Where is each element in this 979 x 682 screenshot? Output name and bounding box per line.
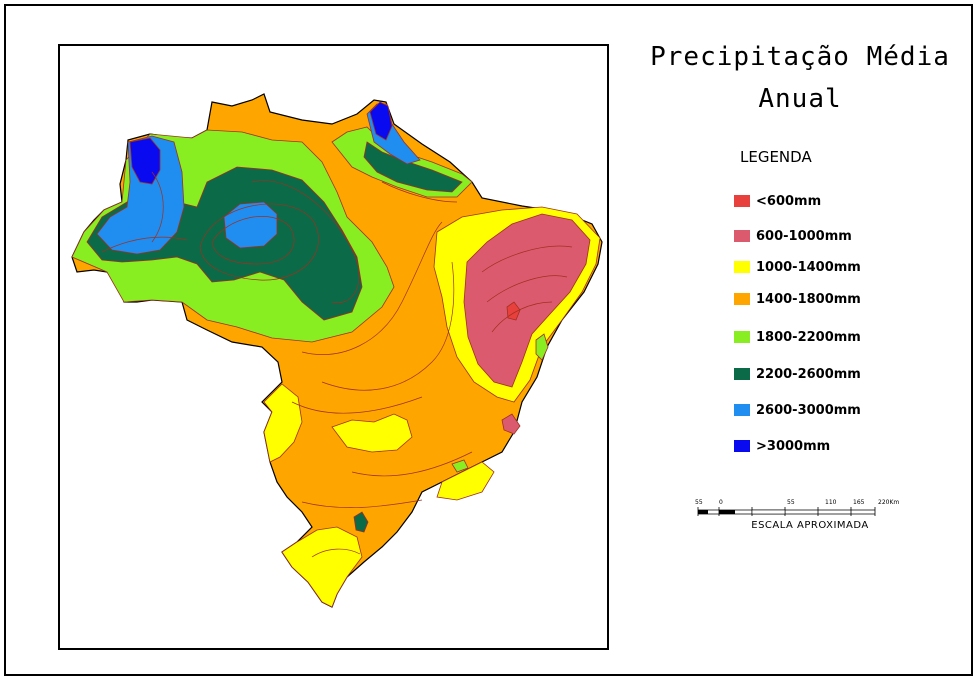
region-3000-plus-amapa [369, 101, 393, 141]
map-frame [58, 44, 609, 650]
region-1800-2200-coast [535, 333, 549, 361]
scale-tick: 165 [853, 499, 865, 506]
region-600-minus-core [506, 301, 521, 321]
legend-item: 1800-2200mm [734, 329, 861, 345]
region-2200-2600-south-patch [353, 511, 369, 533]
legend-item: <600mm [734, 193, 821, 209]
legend-label: 2200-2600mm [756, 366, 861, 382]
legend-label: 1800-2200mm [756, 329, 861, 345]
legend-swatch [734, 293, 750, 305]
legend-label: 600-1000mm [756, 228, 852, 244]
legend-item: 2600-3000mm [734, 402, 861, 418]
region-1000-1400-southwest [263, 383, 303, 463]
title-line2: Anual [758, 84, 842, 114]
region-2600-3000-west [96, 135, 185, 255]
region-600-1000-coast-patch [501, 413, 521, 435]
scale-tick: 55 [787, 499, 795, 506]
legend-item: 2200-2600mm [734, 366, 861, 382]
region-1000-1400-east-coast [436, 461, 495, 501]
legend-label: 2600-3000mm [756, 402, 861, 418]
legend-item: 1400-1800mm [734, 291, 861, 307]
legend-swatch [734, 230, 750, 242]
legend-swatch [734, 440, 750, 452]
region-600-1000-northeast [463, 213, 591, 388]
legend-swatch [734, 331, 750, 343]
scale-tick: 110 [825, 499, 837, 506]
outer-frame [4, 4, 973, 676]
legend-label: 1000-1400mm [756, 259, 861, 275]
legend-item: 600-1000mm [734, 228, 852, 244]
legend-swatch [734, 195, 750, 207]
title-line1: Precipitação Média [650, 42, 950, 72]
region-1800-2200-south-patch [451, 459, 469, 473]
scale-tick: 0 [719, 499, 723, 506]
legend-label: 1400-1800mm [756, 291, 861, 307]
region-2600-3000-center [223, 201, 278, 249]
scale-caption: ESCALA APROXIMADA [751, 520, 869, 531]
scale-bar: 55 0 55 110 165 220Km [695, 499, 899, 516]
region-1000-1400-south [281, 526, 363, 608]
legend-title: LEGENDA [740, 148, 812, 166]
legend-label: >3000mm [756, 438, 831, 454]
scale-tick: 55 [695, 499, 703, 506]
legend-swatch [734, 261, 750, 273]
legend-label: <600mm [756, 193, 822, 209]
region-1000-1400-central [331, 413, 413, 453]
legend-swatch [734, 368, 750, 380]
legend-item: >3000mm [734, 438, 830, 454]
legend-item: 1000-1400mm [734, 259, 861, 275]
brazil-precipitation-map [71, 93, 603, 608]
contour-lines [101, 171, 573, 558]
legend-swatch [734, 404, 750, 416]
scale-tick: 220Km [878, 499, 899, 506]
